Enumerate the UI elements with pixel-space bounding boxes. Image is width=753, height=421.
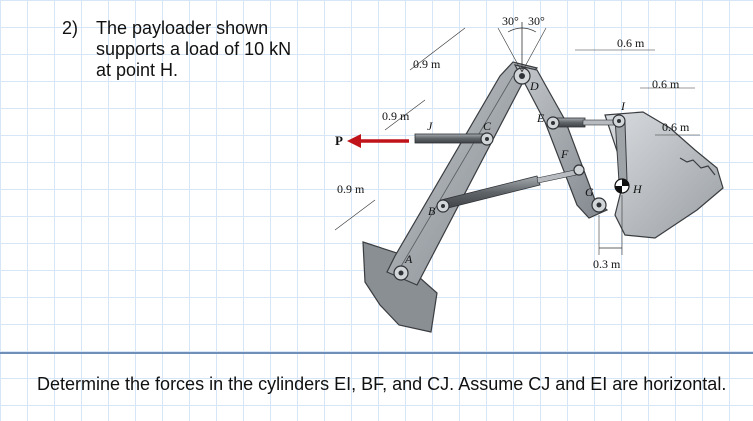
angle-left-label: 30° bbox=[502, 14, 519, 28]
point-g-label: G bbox=[585, 185, 594, 199]
cylinder-cj bbox=[414, 133, 486, 144]
point-c-label: C bbox=[483, 119, 492, 133]
right-arm bbox=[513, 64, 609, 219]
point-e-label: E bbox=[536, 111, 545, 125]
point-h-label: H bbox=[632, 182, 643, 196]
problem-number: 2) bbox=[62, 18, 79, 38]
dim-left-low-label: 0.9 m bbox=[337, 182, 365, 196]
rod-ei bbox=[582, 119, 618, 126]
point-i-label: I bbox=[620, 99, 626, 113]
boom-arm bbox=[386, 61, 539, 286]
dim-right-low-label: 0.6 m bbox=[662, 120, 690, 134]
payloader-diagram: 30° 30° 0.6 m 0.6 m 0.6 m 0.9 m 0.9 m 0.… bbox=[334, 14, 724, 333]
pin-f bbox=[573, 164, 585, 176]
divider-line bbox=[0, 352, 753, 354]
dim-right-mid-label: 0.6 m bbox=[652, 77, 680, 91]
bucket bbox=[604, 111, 724, 239]
point-b-label: B bbox=[428, 204, 436, 218]
problem-text: The payloader shown supports a load of 1… bbox=[96, 18, 292, 80]
payloader-figure: 30° 30° 0.6 m 0.6 m 0.6 m 0.9 m 0.9 m 0.… bbox=[325, 10, 753, 345]
question-text: Determine the forces in the cylinders EI… bbox=[37, 374, 727, 394]
angle-right-label: 30° bbox=[528, 14, 545, 28]
rod-bf bbox=[536, 169, 577, 184]
dim-left-mid-label: 0.9 m bbox=[382, 109, 410, 123]
dim-top-left-label: 0.9 m bbox=[413, 57, 441, 71]
boom-inner-line bbox=[399, 75, 514, 269]
point-a-label: A bbox=[404, 252, 413, 266]
point-j-label: J bbox=[427, 119, 433, 133]
point-d-label: D bbox=[529, 79, 539, 93]
dim-bottom-label: 0.3 m bbox=[593, 257, 621, 271]
dim-right-top-label: 0.6 m bbox=[617, 36, 645, 50]
bucket-teeth bbox=[679, 157, 716, 176]
link-ih bbox=[614, 117, 628, 183]
point-f-label: F bbox=[560, 147, 569, 161]
force-p-label: P bbox=[335, 133, 343, 148]
force-p-head bbox=[347, 134, 361, 148]
